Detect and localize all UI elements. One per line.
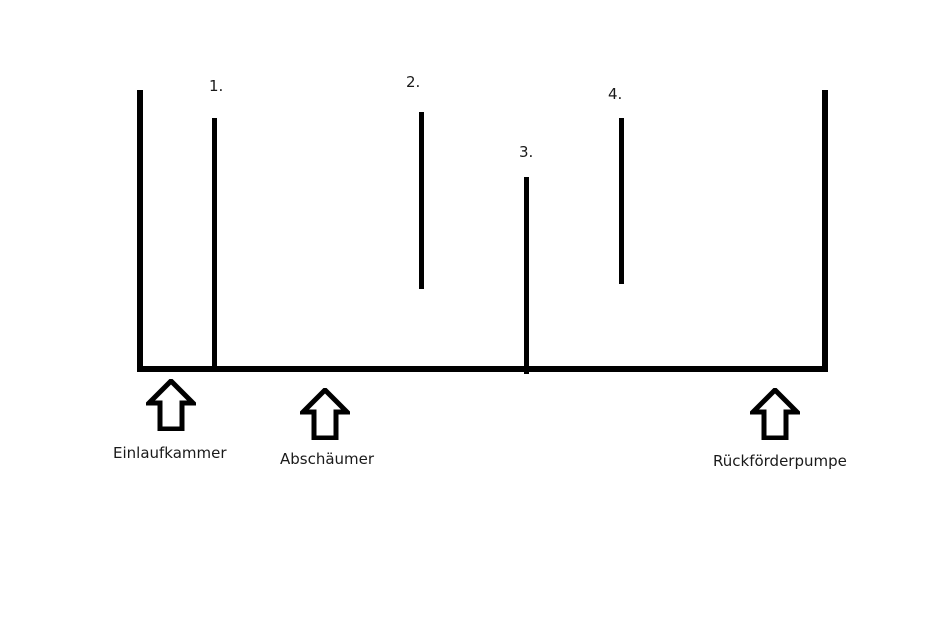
- inlet-caption-rueckfoerderpumpe: Rückförderpumpe: [713, 452, 847, 470]
- right-wall: [822, 90, 828, 372]
- baffle-2-label: 2.: [406, 73, 421, 91]
- tank-floor: [137, 366, 828, 372]
- baffle-1: [212, 118, 217, 372]
- baffle-1-label: 1.: [209, 77, 224, 95]
- baffle-4: [619, 118, 624, 284]
- arrow-up-outline-icon: [146, 379, 196, 431]
- inlet-caption-einlaufkammer: Einlaufkammer: [113, 444, 227, 462]
- left-wall: [137, 90, 143, 372]
- arrow-up-outline-icon: [750, 388, 800, 440]
- baffle-4-label: 4.: [608, 85, 623, 103]
- baffle-3-label: 3.: [519, 143, 534, 161]
- baffle-3: [524, 177, 529, 374]
- arrow-up-outline-icon: [300, 388, 350, 440]
- inlet-caption-abschaeumer: Abschäumer: [280, 450, 375, 468]
- baffle-2: [419, 112, 424, 289]
